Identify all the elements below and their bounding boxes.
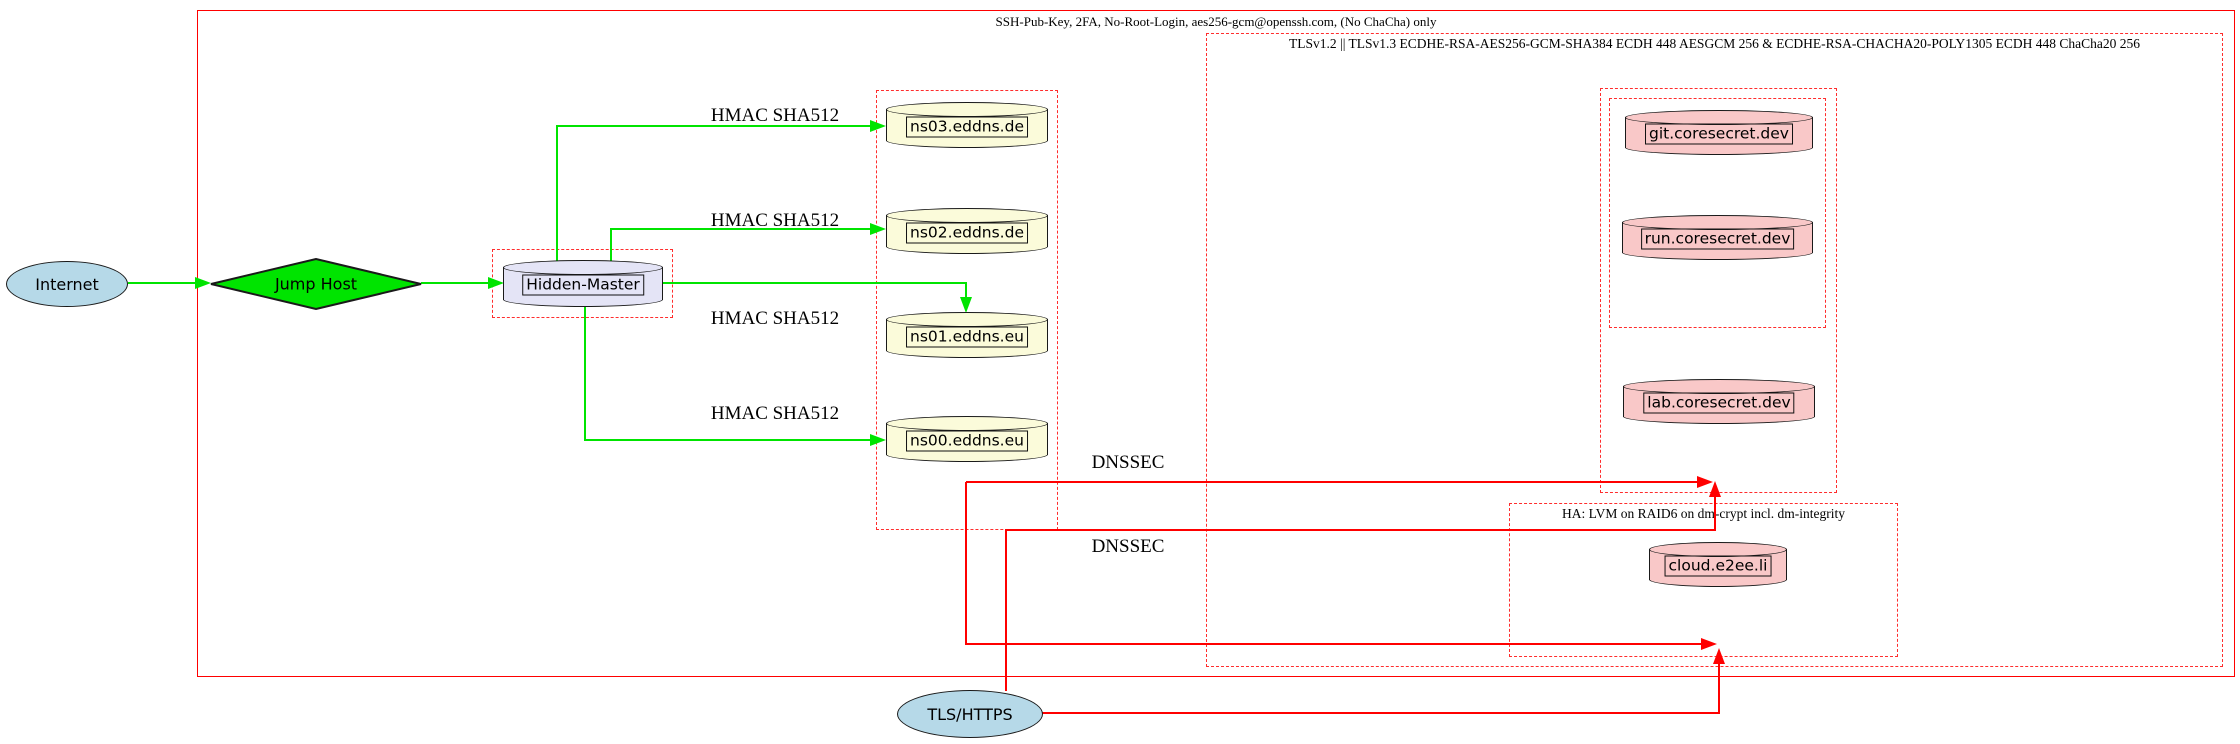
ns02-node-label: ns02.eddns.de (906, 222, 1028, 244)
arrowhead (870, 120, 886, 132)
jump-host-node-label: Jump Host (274, 274, 358, 294)
arrowhead (1713, 648, 1725, 664)
run-coresecret-node: run.coresecret.dev (1622, 215, 1813, 260)
arrowhead (870, 223, 886, 235)
edge-hm-ns03-v (556, 126, 558, 262)
edge-tls-ha-v (1718, 663, 1720, 714)
ns02-node: ns02.eddns.de (886, 208, 1048, 254)
cluster-ssh-hardened-box: SSH-Pub-Key, 2FA, No-Root-Login, aes256-… (197, 10, 2235, 677)
arrowhead (870, 434, 886, 446)
edge-jumphost-hiddenmaster (421, 282, 488, 284)
git-coresecret-node: git.coresecret.dev (1625, 110, 1813, 155)
edge-hm-ns02-v (610, 229, 612, 262)
edge-label-hmac-2: HMAC SHA512 (710, 210, 840, 231)
arrowhead (1701, 638, 1717, 650)
cluster-ha-box: HA: LVM on RAID6 on dm-crypt incl. dm-in… (1509, 503, 1898, 657)
arrowhead (1709, 481, 1721, 497)
cluster-ssh-label: SSH-Pub-Key, 2FA, No-Root-Login, aes256-… (995, 14, 1437, 29)
tls-https-node-label: TLS/HTTPS (927, 704, 1013, 724)
edge-hm-ns00-h (584, 439, 871, 441)
internet-node: Internet (6, 261, 128, 307)
cluster-tls-label: TLSv1.2 || TLSv1.3 ECDHE-RSA-AES256-GCM-… (1289, 36, 2140, 51)
edge-eddns-v (965, 482, 967, 645)
edge-tls-coresecret-h (1005, 529, 1716, 531)
edge-hm-ns02-h (610, 228, 871, 230)
ns01-node-label: ns01.eddns.eu (906, 326, 1028, 348)
jump-host-node: Jump Host (210, 257, 422, 311)
arrowhead (195, 277, 211, 289)
edge-eddns-coresecret-h (966, 481, 1698, 483)
edge-label-hmac-3: HMAC SHA512 (710, 308, 840, 329)
ns00-node-label: ns00.eddns.eu (906, 430, 1028, 452)
edge-hm-ns00-v (584, 306, 586, 441)
arrowhead (488, 277, 504, 289)
cluster-coresecret-inner-box (1609, 98, 1826, 328)
hidden-master-node-label: Hidden-Master (522, 274, 644, 296)
lab-coresecret-node-label: lab.coresecret.dev (1643, 392, 1795, 414)
cloud-e2ee-node-label: cloud.e2ee.li (1664, 555, 1772, 577)
arrowhead (960, 297, 972, 313)
hidden-master-node: Hidden-Master (503, 260, 663, 307)
cluster-tls-box: TLSv1.2 || TLSv1.3 ECDHE-RSA-AES256-GCM-… (1206, 33, 2223, 667)
diamond-shape (210, 257, 422, 311)
edge-eddns-ha-h (966, 643, 1702, 645)
ns01-node: ns01.eddns.eu (886, 312, 1048, 358)
ns03-node-label: ns03.eddns.de (906, 116, 1028, 138)
cluster-ha-label: HA: LVM on RAID6 on dm-crypt incl. dm-in… (1562, 506, 1845, 521)
internet-node-label: Internet (35, 274, 99, 294)
edge-label-dnssec-2: DNSSEC (1091, 536, 1165, 557)
edge-tls-coresecret-v2 (1714, 496, 1716, 531)
edge-internet-jumphost (128, 282, 196, 284)
edge-hm-ns01-h (663, 282, 967, 284)
ns00-node: ns00.eddns.eu (886, 416, 1048, 462)
git-coresecret-node-label: git.coresecret.dev (1645, 123, 1793, 145)
cloud-e2ee-node: cloud.e2ee.li (1649, 542, 1787, 587)
edge-label-dnssec-1: DNSSEC (1091, 452, 1165, 473)
cluster-eddns-box (876, 90, 1058, 530)
edge-label-hmac-1: HMAC SHA512 (710, 105, 840, 126)
edge-hm-ns03-h (556, 125, 871, 127)
run-coresecret-node-label: run.coresecret.dev (1640, 228, 1795, 250)
edge-hm-ns01-v (965, 283, 967, 298)
edge-tls-coresecret-v1 (1005, 531, 1007, 691)
edge-tls-ha-h (1042, 712, 1720, 714)
tls-https-node: TLS/HTTPS (897, 690, 1043, 738)
ns03-node: ns03.eddns.de (886, 102, 1048, 148)
lab-coresecret-node: lab.coresecret.dev (1623, 379, 1815, 424)
edge-label-hmac-4: HMAC SHA512 (710, 403, 840, 424)
